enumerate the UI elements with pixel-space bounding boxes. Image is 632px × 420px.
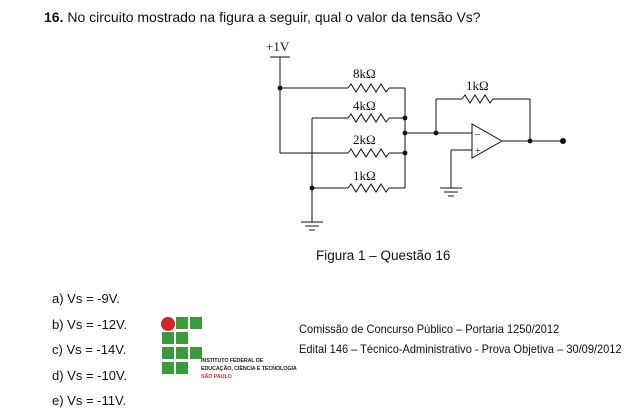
op-amp-body <box>471 123 504 159</box>
option-a: a) Vs = -9V. <box>52 291 120 306</box>
institute-name-line3: SÃO PAULO <box>201 374 232 380</box>
op-amp-minus-sign: – <box>474 129 481 140</box>
junction-node <box>402 130 408 136</box>
circuit-diagram: +1V 8kΩ 4kΩ 2kΩ 1kΩ 1kΩ – + <box>266 39 566 231</box>
figure-caption: Figura 1 – Questão 16 <box>316 248 451 263</box>
logo-square <box>162 332 174 344</box>
question-text: 16. No circuito mostrado na figura a seg… <box>44 8 481 26</box>
footer-committee: Comissão de Concurso Público – Portaria … <box>299 322 560 336</box>
institute-name-line2: EDUCAÇÃO, CIÊNCIA E TECNOLOGIA <box>201 366 297 372</box>
option-d: d) Vs = -10V. <box>52 367 128 383</box>
logo-squares <box>161 317 202 374</box>
resistor-2k-label: 2kΩ <box>353 132 376 147</box>
supply-label: +1V <box>266 39 290 54</box>
resistor-8k-zigzag <box>347 83 390 93</box>
option-b: b) Vs = -12V. <box>52 316 128 332</box>
logo-square <box>190 347 202 359</box>
logo-square <box>190 317 202 329</box>
resistor-1k-label: 1kΩ <box>353 168 376 183</box>
question-number: 16. <box>44 9 64 25</box>
resistor-4k-zigzag <box>347 113 390 123</box>
junction-node <box>402 115 408 121</box>
answer-options: a) Vs = -9V. b) Vs = -12V. c) Vs = -14V.… <box>52 292 127 420</box>
feedback-resistor-zigzag <box>461 94 494 104</box>
resistor-8k-label: 8kΩ <box>353 66 376 81</box>
option-c: c) Vs = -14V. <box>52 342 127 357</box>
junction-node <box>277 85 283 91</box>
question-statement: No circuito mostrado na figura a seguir,… <box>67 9 481 25</box>
logo-square <box>176 347 188 359</box>
option-e: e) Vs = -11V. <box>52 393 127 408</box>
resistor-1k-zigzag <box>347 183 390 193</box>
logo-square <box>176 362 188 374</box>
institute-logo <box>161 317 202 374</box>
logo-square <box>176 332 188 344</box>
logo-red-circle <box>161 317 175 331</box>
logo-square <box>176 317 188 329</box>
institute-name-line1: INSTITUTO FEDERAL DE <box>201 358 264 364</box>
junction-node <box>433 130 439 136</box>
resistor-4k-label: 4kΩ <box>353 98 376 113</box>
junction-node <box>527 138 533 144</box>
logo-square <box>162 362 174 374</box>
logo-square <box>162 347 174 359</box>
junction-node <box>402 150 408 156</box>
footer-edital: Edital 146 – Técnico-Administrativo - Pr… <box>299 342 622 356</box>
resistor-2k-zigzag <box>347 148 390 158</box>
op-amp-plus-sign: + <box>475 146 481 157</box>
junction-node <box>309 185 315 191</box>
feedback-resistor-label: 1kΩ <box>466 78 489 93</box>
output-terminal <box>560 138 566 144</box>
